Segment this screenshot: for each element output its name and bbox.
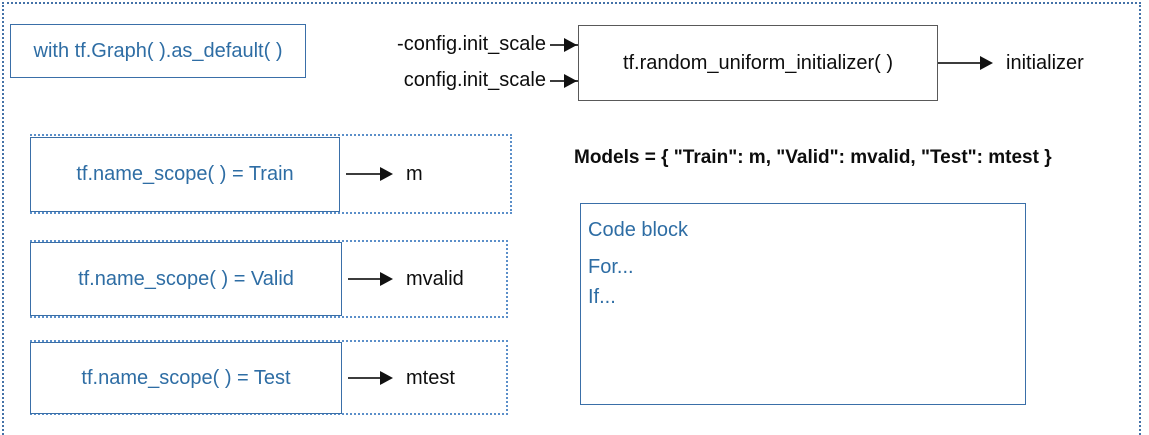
models-dictionary-line: Models = { "Train": m, "Valid": mvalid, … (574, 147, 1052, 168)
scope-test-arrow-head (380, 371, 393, 385)
initializer-output-label: initializer (1006, 52, 1084, 74)
scope-valid-arrow-head (380, 272, 393, 286)
scope-box-test[interactable] (30, 342, 342, 414)
code-block-line-1: Code block (588, 219, 689, 241)
init-scale-positive-label: config.init_scale (403, 69, 546, 91)
model-label-train: m (406, 163, 423, 185)
code-block-box[interactable] (580, 203, 1026, 405)
code-block-line-3: If... (588, 286, 616, 308)
graph-scope-box[interactable] (10, 24, 306, 78)
code-block-line-2: For... (588, 256, 634, 278)
initializer-arrow-line (938, 62, 983, 64)
scope-test-arrow-line (348, 377, 390, 379)
scope-box-train[interactable] (30, 137, 340, 212)
scope-box-valid[interactable] (30, 242, 342, 316)
model-label-valid: mvalid (406, 268, 464, 290)
init-scale-negative-arrow-head (564, 38, 577, 52)
init-scale-positive-arrow-head (564, 74, 577, 88)
init-scale-negative-label: -config.init_scale (397, 33, 546, 55)
scope-train-arrow-line (346, 173, 390, 175)
scope-valid-arrow-line (348, 278, 390, 280)
random-uniform-initializer-box[interactable] (578, 25, 938, 101)
initializer-arrow-head (980, 56, 993, 70)
scope-train-arrow-head (380, 167, 393, 181)
model-label-test: mtest (406, 367, 455, 389)
